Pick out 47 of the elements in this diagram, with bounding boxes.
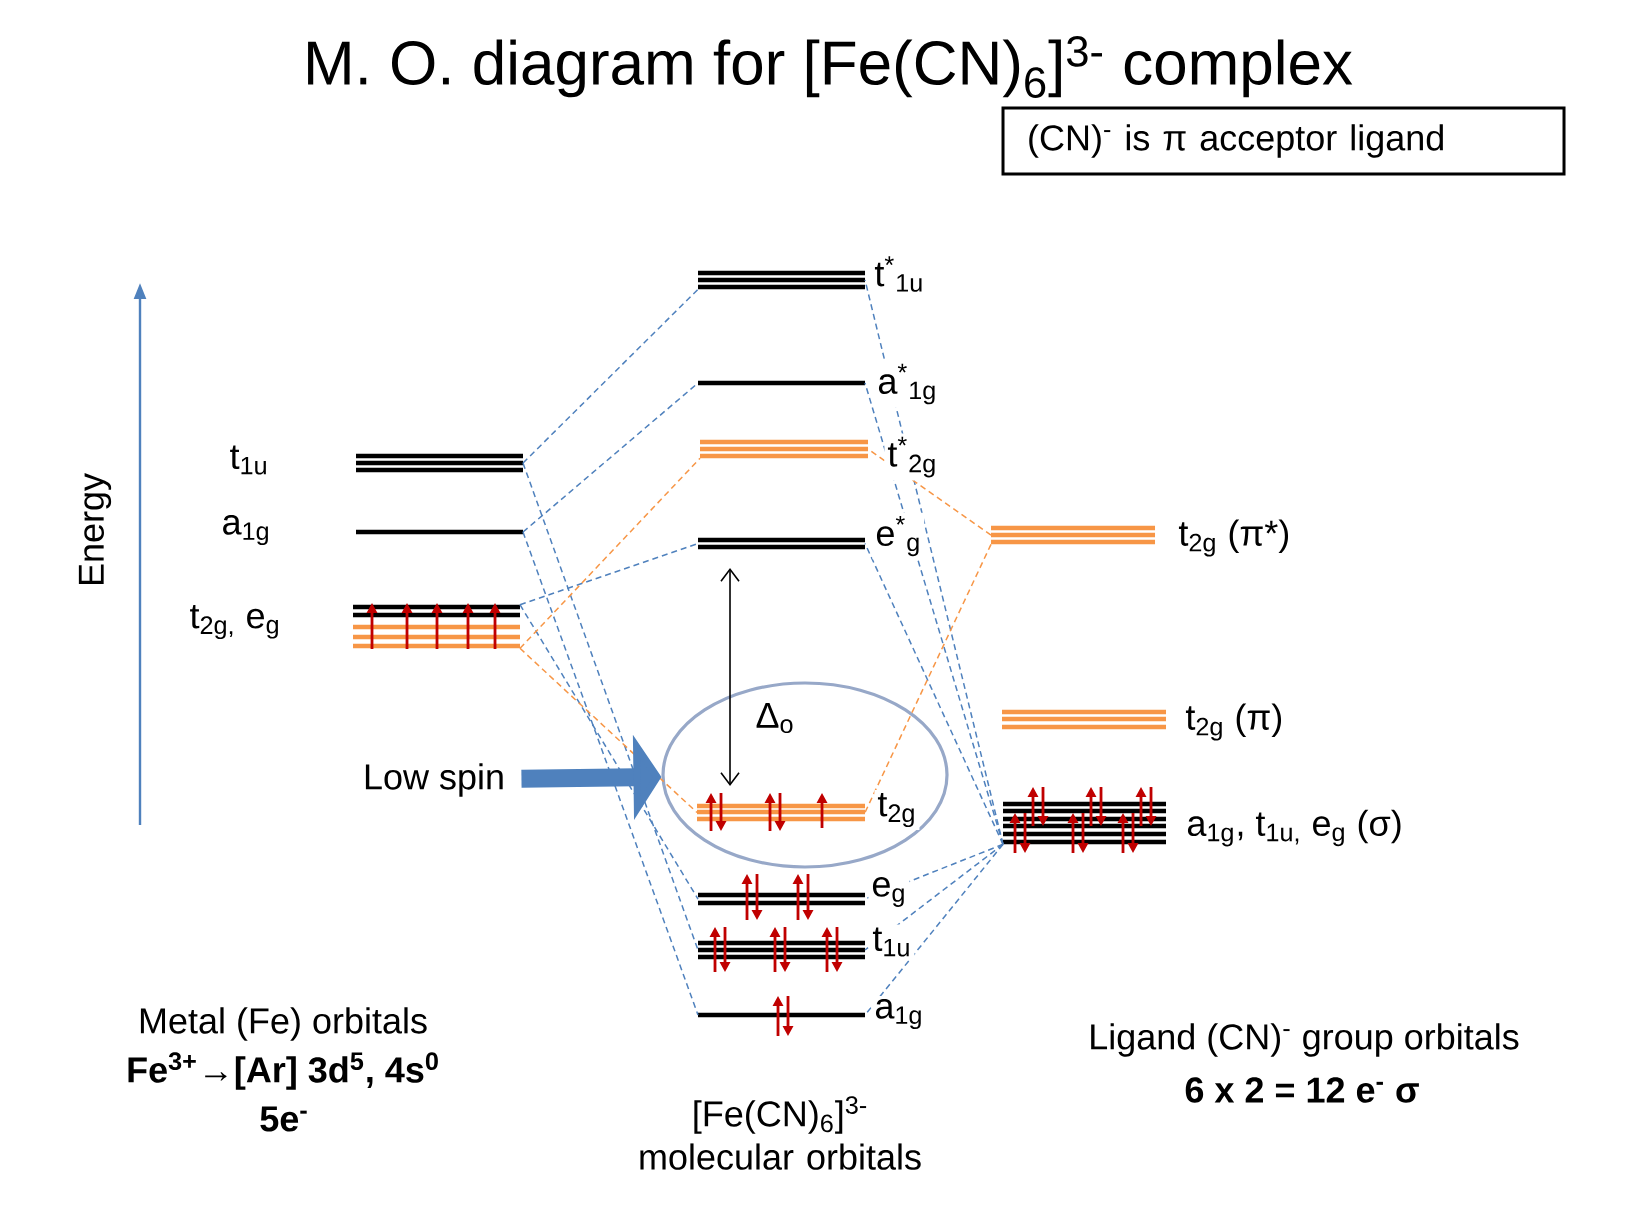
dashed-line (522, 462, 699, 951)
dashed-line (864, 843, 1004, 951)
energy-level (356, 529, 523, 535)
caption-text: 5e$^{-}$ (260, 1106, 307, 1132)
gap-label: Δ$_{o}$ (756, 702, 793, 734)
level-label: t$_{2g}$ (π) (1182, 700, 1287, 744)
dashed-line (522, 288, 699, 464)
caption-text: Ligand (CN)$^{-}$ group orbitals (1091, 1023, 1519, 1057)
dashed-line (519, 542, 699, 606)
level-label: t$^{*}$2g (884, 433, 941, 481)
level-label: a$_{1g}$, t$_{1u,}$ e$_{g}$ (σ) (1183, 806, 1406, 850)
caption-text: [Fe(CN)$_{6}$]$^{3-}$ molecular orbitals (640, 1096, 921, 1170)
level-label: t$_{2g}$ (874, 789, 920, 831)
dashed-line (864, 542, 1004, 846)
energy-level (698, 380, 865, 386)
level-label: a$^{*}$1g (874, 360, 941, 408)
energy-level (698, 537, 865, 550)
level-label: a$_{1g}$ (218, 512, 274, 549)
level-label: t$_{1u}$ (226, 442, 272, 478)
caption-text: Fe$^{3+}$→[Ar] 3d$^{5}$, 4s$^{0}$ (128, 1052, 438, 1090)
dashed-line (864, 843, 1004, 1016)
energy-level (698, 892, 865, 906)
energy-level (991, 525, 1155, 545)
level-label: t$_{2g,}$ e$_{g}$ (186, 601, 284, 643)
highlight-ellipse (661, 681, 949, 869)
energy-level (700, 439, 868, 459)
energy-level (698, 1012, 865, 1018)
level-label: e$_{g}$ (868, 874, 910, 910)
energy-level (697, 803, 865, 822)
level-label: t$_{1u}$ (869, 924, 915, 960)
dashed-line (864, 543, 992, 814)
caption-text: 6 x 2 = 12 e$^{-}$ σ (1185, 1077, 1419, 1103)
level-label: a$_{1g}$ (871, 996, 927, 1033)
axis-label: Energy (78, 473, 112, 585)
energy-level (1002, 709, 1166, 730)
annotation-text: Low spin (365, 763, 503, 797)
dashed-line (519, 603, 699, 900)
caption-text: Metal (Fe) orbitals (140, 1007, 427, 1041)
level-label: t$_{2g}$ (π*) (1175, 516, 1294, 560)
note-box: (CN)$^{-}$ is π acceptor ligand (1001, 106, 1566, 176)
energy-level (356, 453, 523, 473)
level-label: t$^{*}$1u (871, 253, 928, 295)
energy-level (698, 270, 865, 290)
title: M. O. diagram for [Fe(CN)$_{6}$]$^{3-}$ complex (308, 36, 1353, 98)
level-label: e$^{*}$g (872, 512, 925, 560)
dashed-line (519, 457, 701, 650)
dashed-line (522, 531, 699, 1016)
